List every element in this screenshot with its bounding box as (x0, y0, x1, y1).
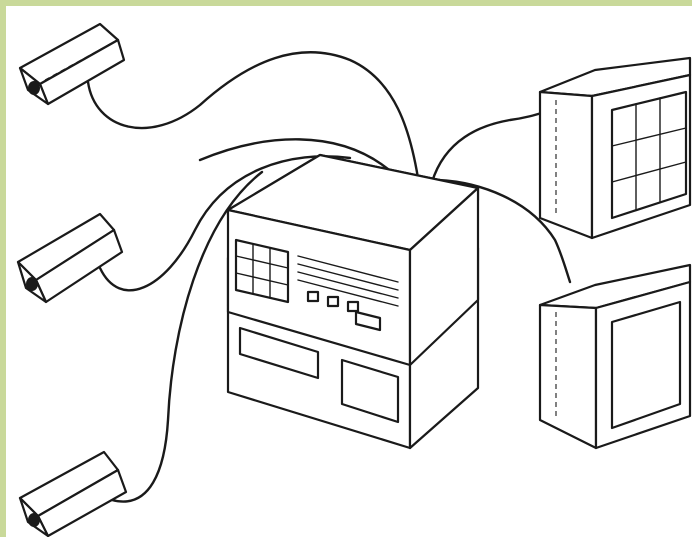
camera-2-lens (26, 277, 38, 291)
button-1 (308, 292, 318, 301)
button-3 (348, 302, 358, 311)
camera-3-lens (28, 513, 40, 527)
button-2 (328, 297, 338, 306)
keypad (236, 240, 288, 302)
camera-1 (20, 24, 124, 104)
camera-2 (18, 214, 122, 302)
cable-monitor-1 (432, 112, 545, 182)
camera-1-lens (28, 81, 40, 95)
diagram-canvas (6, 6, 692, 537)
single-view-monitor (540, 265, 690, 448)
monitor-2-side (540, 305, 596, 448)
monitor-1-side (540, 92, 592, 238)
cctv-system-illustration (6, 6, 692, 537)
multi-view-monitor (540, 58, 690, 238)
keypad-frame (236, 240, 288, 302)
cable-camera-1 (88, 52, 418, 178)
camera-3 (20, 452, 126, 536)
